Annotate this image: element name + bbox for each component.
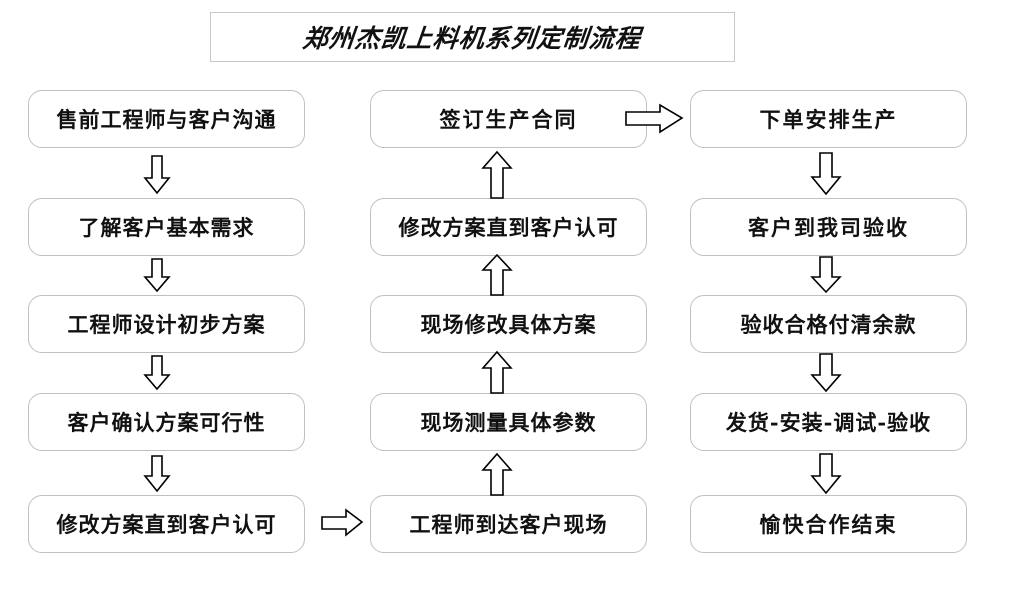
arrow-down-icon (143, 455, 171, 493)
node-onsite-measure[interactable]: 现场测量具体参数 (370, 393, 647, 451)
arrow-up-icon (480, 150, 514, 200)
node-label: 发货-安装-调试-验收 (725, 410, 932, 435)
arrow-down-icon (810, 453, 842, 495)
node-label: 修改方案直到客户认可 (56, 512, 277, 537)
node-label: 售前工程师与客户沟通 (56, 107, 277, 132)
node-design-draft[interactable]: 工程师设计初步方案 (28, 295, 305, 353)
node-label: 客户确认方案可行性 (67, 410, 266, 435)
node-label: 客户到我司验收 (748, 215, 909, 240)
node-label: 现场修改具体方案 (420, 312, 597, 337)
node-revise-until-approved-left[interactable]: 修改方案直到客户认可 (28, 495, 305, 553)
node-confirm-feasibility[interactable]: 客户确认方案可行性 (28, 393, 305, 451)
node-label: 工程师到达客户现场 (409, 512, 608, 537)
arrow-right-icon (320, 508, 364, 538)
node-cooperation-end[interactable]: 愉快合作结束 (690, 495, 967, 553)
node-label: 验收合格付清余款 (740, 312, 917, 337)
node-onsite-revise-plan[interactable]: 现场修改具体方案 (370, 295, 647, 353)
node-sign-contract[interactable]: 签订生产合同 (370, 90, 647, 148)
node-ship-install-debug-accept[interactable]: 发货-安装-调试-验收 (690, 393, 967, 451)
arrow-up-icon (480, 452, 514, 497)
node-label: 工程师设计初步方案 (67, 312, 266, 337)
arrow-down-icon (810, 152, 842, 196)
diagram-title: 郑州杰凯上料机系列定制流程 (301, 24, 643, 53)
diagram-title-box: 郑州杰凯上料机系列定制流程 (210, 12, 735, 62)
node-customer-inspection[interactable]: 客户到我司验收 (690, 198, 967, 256)
node-presales-communicate[interactable]: 售前工程师与客户沟通 (28, 90, 305, 148)
arrow-down-icon (810, 353, 842, 393)
node-label: 下单安排生产 (759, 107, 898, 132)
node-revise-until-approved-middle[interactable]: 修改方案直到客户认可 (370, 198, 647, 256)
node-place-order-production[interactable]: 下单安排生产 (690, 90, 967, 148)
arrow-up-icon (480, 253, 514, 297)
arrow-down-icon (143, 258, 171, 293)
arrow-down-icon (143, 355, 171, 391)
arrow-down-icon (143, 155, 171, 195)
node-engineer-arrives[interactable]: 工程师到达客户现场 (370, 495, 647, 553)
node-label: 签订生产合同 (439, 107, 578, 132)
arrow-right-icon (624, 103, 684, 135)
node-label: 愉快合作结束 (759, 512, 898, 537)
node-understand-needs[interactable]: 了解客户基本需求 (28, 198, 305, 256)
node-label: 修改方案直到客户认可 (398, 215, 619, 240)
node-pay-balance[interactable]: 验收合格付清余款 (690, 295, 967, 353)
node-label: 了解客户基本需求 (78, 215, 255, 240)
arrow-down-icon (810, 256, 842, 294)
node-label: 现场测量具体参数 (420, 410, 597, 435)
arrow-up-icon (480, 350, 514, 395)
